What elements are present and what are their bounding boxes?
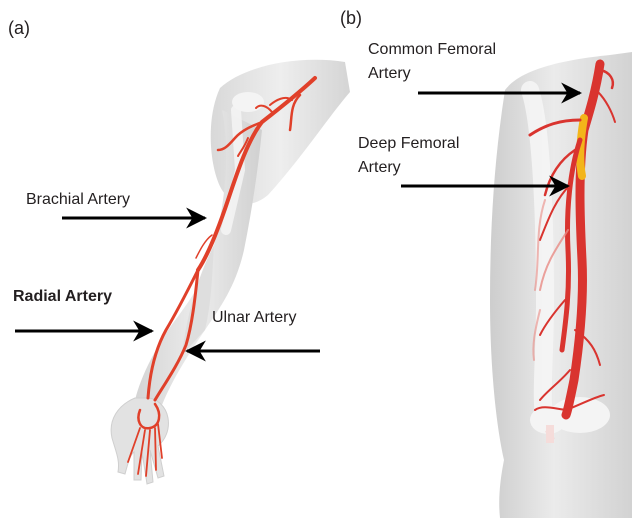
- ulnar-artery-label: Ulnar Artery: [212, 309, 296, 326]
- panel-b: (b): [340, 8, 632, 518]
- common-femoral-label-line2: Artery: [368, 65, 411, 82]
- deep-femoral-label-line1: Deep Femoral: [358, 135, 459, 152]
- panel-a-label: (a): [8, 18, 30, 38]
- brachial-artery-label: Brachial Artery: [26, 191, 130, 208]
- panel-a: (a): [8, 18, 350, 484]
- common-femoral-label-line1: Common Femoral: [368, 41, 496, 58]
- radial-artery-label: Radial Artery: [13, 288, 112, 305]
- deep-femoral-label-line2: Artery: [358, 159, 401, 176]
- panel-b-label: (b): [340, 8, 362, 28]
- arm-silhouette: [111, 60, 350, 484]
